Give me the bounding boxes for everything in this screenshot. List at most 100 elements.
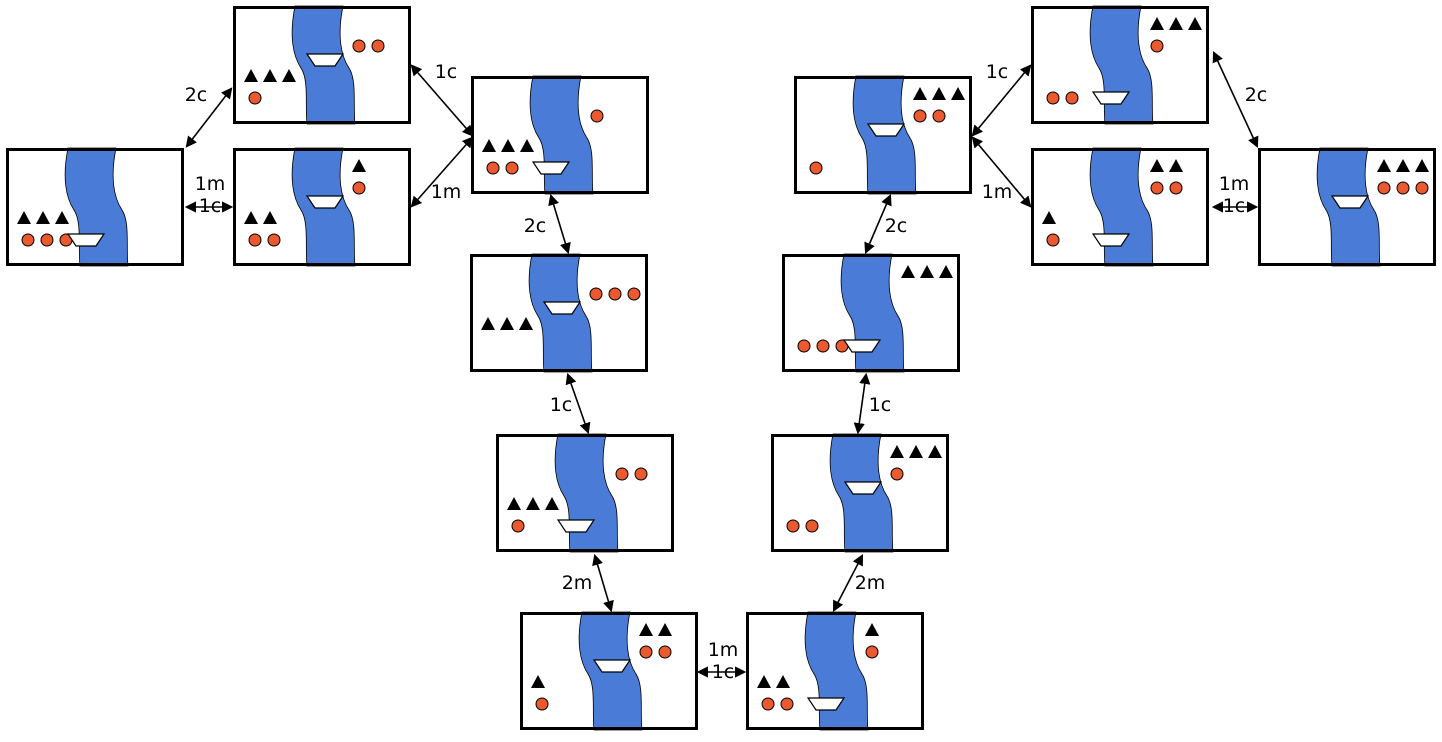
missionary-icon (909, 445, 923, 458)
missionary-icon (939, 265, 953, 278)
transition-label: 1c (712, 661, 735, 683)
transition-arrow (410, 136, 474, 208)
cannibal-icon (505, 161, 519, 175)
missionary-icon (244, 69, 258, 82)
boat-icon (866, 123, 906, 137)
transition-arrow (971, 64, 1032, 137)
cannibal-icon (589, 287, 603, 301)
missionary-icon (1396, 159, 1410, 172)
transition-label: 1m (708, 639, 739, 661)
cannibal-icon (865, 645, 879, 659)
transition-label: 1m (1219, 173, 1250, 195)
cannibal-icon (352, 181, 366, 195)
transition-arrow (853, 372, 871, 435)
cannibal-icon (371, 39, 385, 53)
state-g (520, 611, 698, 731)
cannibal-icon (535, 697, 549, 711)
missionary-icon (244, 211, 258, 224)
state-a (6, 147, 184, 267)
missionary-icon (531, 675, 545, 688)
missionary-icon (1377, 159, 1391, 172)
transition-label: 1c (435, 61, 458, 83)
transition-arrow (185, 87, 233, 148)
transition-label: 1c (199, 195, 222, 217)
state-frame-outline (471, 76, 649, 194)
transition-label: 1m (982, 181, 1013, 203)
boat-icon (806, 697, 846, 711)
cannibal-icon (809, 161, 823, 175)
cannibal-icon (658, 645, 672, 659)
transition-label: 1m (431, 181, 462, 203)
missionary-icon (263, 69, 277, 82)
cannibal-icon (608, 287, 622, 301)
boat-icon (556, 519, 596, 533)
boat-icon (531, 161, 571, 175)
transition-label: 1c (869, 394, 892, 416)
cannibal-icon (932, 109, 946, 123)
state-frame-outline (233, 6, 411, 124)
missionary-icon (55, 211, 69, 224)
cannibal-icon (486, 161, 500, 175)
missionary-icon (500, 317, 514, 330)
boat-icon (1091, 233, 1131, 247)
state-frame-outline (1258, 148, 1436, 266)
boat-icon (843, 481, 883, 495)
cannibal-icon (1046, 233, 1060, 247)
missionary-icon (1150, 17, 1164, 30)
cannibal-icon (40, 233, 54, 247)
missionary-icon (482, 139, 496, 152)
state-b (233, 5, 411, 125)
state-f (496, 433, 674, 553)
missionary-icon (352, 159, 366, 172)
cannibal-icon (797, 339, 811, 353)
missionary-icon (1188, 17, 1202, 30)
cannibal-icon (267, 233, 281, 247)
missionary-icon (920, 265, 934, 278)
transition-arrow (565, 372, 591, 435)
missionary-icon (519, 317, 533, 330)
cannibal-icon (1377, 181, 1391, 195)
state-n (1258, 147, 1436, 267)
missionary-icon (520, 139, 534, 152)
state-frame-outline (470, 254, 648, 372)
transition-arrow (971, 136, 1032, 208)
state-c (233, 147, 411, 267)
missionary-icon (263, 211, 277, 224)
missionary-icon (776, 675, 790, 688)
cannibal-icon (761, 697, 775, 711)
cannibal-icon (615, 467, 629, 481)
state-m (1031, 147, 1209, 267)
state-i (771, 433, 949, 553)
state-frame-outline (233, 148, 411, 266)
boat-icon (1330, 195, 1370, 209)
missionary-icon (757, 675, 771, 688)
cannibal-icon (1150, 181, 1164, 195)
cannibal-icon (352, 39, 366, 53)
missionary-icon (932, 87, 946, 100)
missionary-icon (890, 445, 904, 458)
missionary-icon (507, 497, 521, 510)
state-frame-outline (520, 612, 698, 730)
transition-arrow (548, 193, 571, 255)
state-frame-outline (496, 434, 674, 552)
state-l (1031, 5, 1209, 125)
transition-label: 1c (986, 61, 1009, 83)
transition-label: 2c (524, 215, 547, 237)
state-d (471, 75, 649, 195)
missionary-icon (658, 623, 672, 636)
cannibal-icon (248, 91, 262, 105)
cannibal-icon (627, 287, 641, 301)
transition-arrow (410, 64, 474, 137)
state-frame-outline (746, 612, 924, 730)
cannibal-icon (816, 339, 830, 353)
missionary-icon (481, 317, 495, 330)
cannibal-icon (1396, 181, 1410, 195)
state-frame-outline (782, 254, 960, 372)
boat-icon (592, 659, 632, 673)
cannibal-icon (1169, 181, 1183, 195)
boat-icon (1091, 91, 1131, 105)
state-frame-outline (1031, 148, 1209, 266)
cannibal-icon (913, 109, 927, 123)
